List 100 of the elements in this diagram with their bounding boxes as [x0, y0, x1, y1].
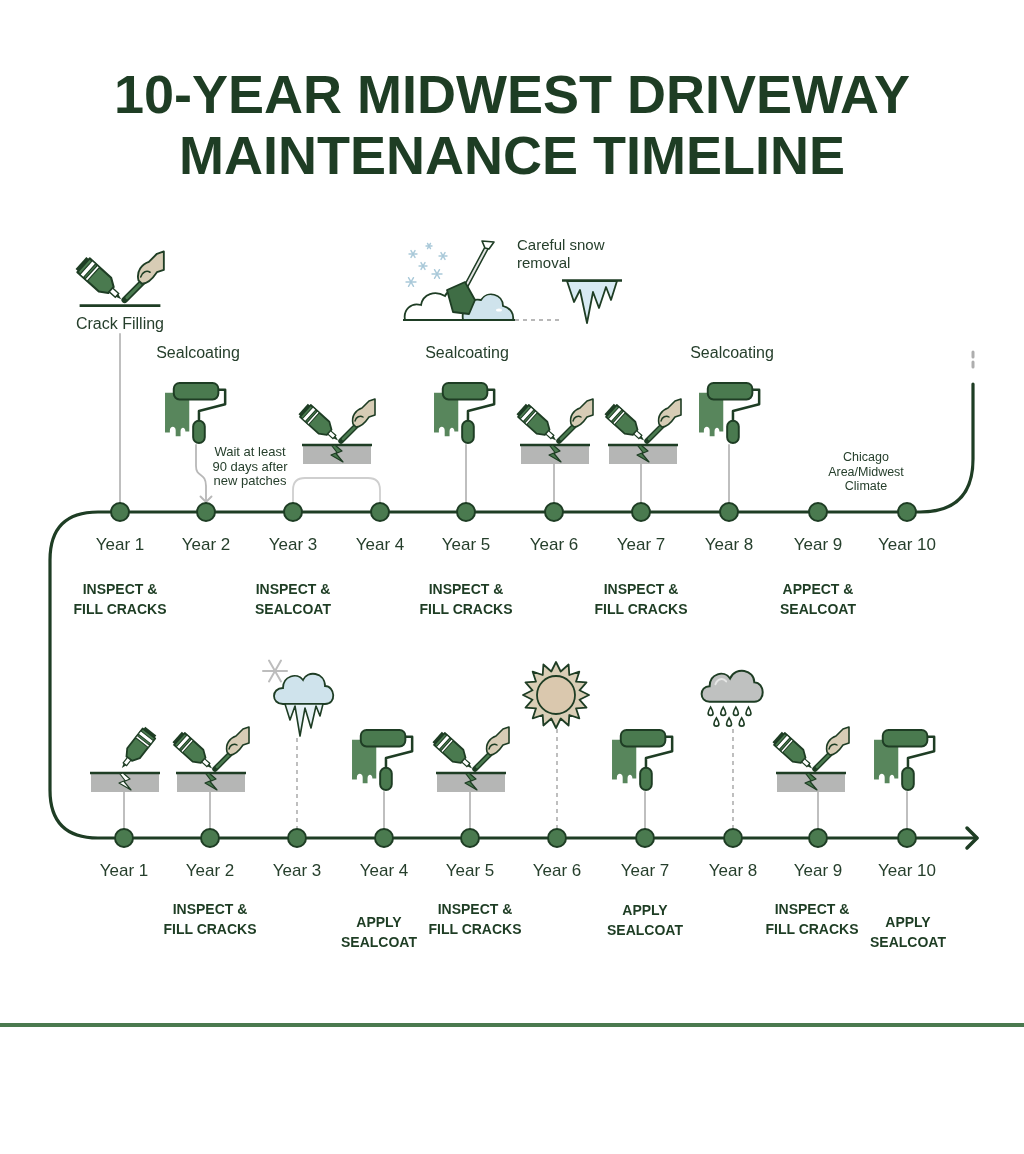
year-label: Year 8 — [704, 535, 754, 555]
year-label: Year 2 — [185, 861, 235, 881]
year-label: Year 3 — [272, 861, 322, 881]
timeline-line — [737, 510, 810, 514]
timeline-line — [478, 836, 549, 840]
timeline-line — [218, 836, 289, 840]
timeline-dot — [114, 828, 134, 848]
step-label: Sealcoating — [156, 343, 240, 363]
crack-filling-icon — [172, 724, 250, 792]
timeline-dot — [723, 828, 743, 848]
leader-line — [209, 791, 211, 829]
leader-line — [644, 791, 646, 829]
timeline-dot — [897, 828, 917, 848]
crack-filling-icon — [604, 396, 682, 464]
dashed-leader-line — [732, 728, 734, 829]
year-label: Year 4 — [355, 535, 405, 555]
year-label: Year 8 — [708, 861, 758, 881]
timeline-dot — [456, 502, 476, 522]
timeline-arrow — [915, 826, 979, 850]
timeline-line — [649, 510, 721, 514]
task-caption: INSPECT & FILL CRACKS — [764, 900, 860, 939]
crack-filling-icon — [432, 724, 510, 792]
note-text: Careful snow removal — [517, 236, 606, 272]
task-caption: APPLY SEALCOAT — [606, 901, 684, 940]
year-label: Year 1 — [95, 535, 145, 555]
timeline-dot — [374, 828, 394, 848]
crack-filling-icon — [298, 396, 376, 464]
timeline-dot — [370, 502, 390, 522]
task-caption: APPLY SEALCOAT — [340, 913, 418, 952]
leader-line — [123, 791, 125, 829]
timeline-line — [214, 510, 285, 514]
crack-filling-icon — [516, 396, 594, 464]
task-caption: INSPECT & FILL CRACKS — [418, 580, 514, 619]
leader-line — [383, 791, 385, 829]
timeline-line — [741, 836, 810, 840]
timeline-dot — [635, 828, 655, 848]
year-label: Year 2 — [181, 535, 231, 555]
timeline-line — [826, 510, 899, 514]
task-caption: INSPECT & FILL CRACKS — [72, 580, 168, 619]
leader-line — [465, 444, 467, 503]
leader-line — [469, 791, 471, 829]
leader-line — [640, 463, 642, 503]
timeline-dot — [287, 828, 307, 848]
timeline-dot — [808, 828, 828, 848]
leader-line — [553, 463, 555, 503]
year-label: Year 10 — [878, 535, 936, 555]
timeline-dot — [719, 502, 739, 522]
year-label: Year 5 — [445, 861, 495, 881]
timeline-line — [132, 836, 202, 840]
year-label: Year 4 — [359, 861, 409, 881]
note-text: Chicago Area/Midwest Climate — [827, 450, 905, 494]
year-label: Year 6 — [529, 535, 579, 555]
leader-line — [906, 791, 908, 829]
timeline-dot — [544, 502, 564, 522]
dashed-leader-line — [556, 728, 558, 829]
title: 10-YEAR MIDWEST DRIVEWAY MAINTENANCE TIMELINE — [112, 64, 912, 186]
timeline-dot — [460, 828, 480, 848]
leader-line — [728, 444, 730, 503]
timeline-line — [301, 510, 372, 514]
step-label: Sealcoating — [425, 343, 509, 363]
task-caption: INSPECT & SEALCOAT — [254, 580, 332, 619]
timeline-line — [392, 836, 462, 840]
crack-filling-icon — [772, 724, 850, 792]
timeline-line — [305, 836, 376, 840]
year-label: Year 6 — [532, 861, 582, 881]
timeline-line — [128, 510, 198, 514]
step-label: Sealcoating — [690, 343, 774, 363]
year-label: Year 10 — [878, 861, 936, 881]
timeline-dot — [283, 502, 303, 522]
timeline-line — [474, 510, 546, 514]
step-label: Crack Filling — [76, 314, 164, 334]
timeline-line — [562, 510, 633, 514]
timeline-dot — [110, 502, 130, 522]
arrow — [195, 444, 213, 503]
year-label: Year 9 — [793, 535, 843, 555]
timeline-line — [48, 510, 116, 840]
task-caption: INSPECT & FILL CRACKS — [162, 900, 258, 939]
timeline-dot — [200, 828, 220, 848]
timeline-dot — [897, 502, 917, 522]
dashed-leader-line — [296, 737, 298, 829]
timeline-dot — [631, 502, 651, 522]
icicles-icon — [562, 278, 622, 326]
bracket-line — [292, 477, 381, 503]
timeline-line — [653, 836, 725, 840]
task-caption: APPLY SEALCOAT — [869, 913, 947, 952]
year-label: Year 7 — [620, 861, 670, 881]
sun-icon — [522, 661, 590, 729]
year-label: Year 1 — [99, 861, 149, 881]
timeline-dot — [196, 502, 216, 522]
year-label: Year 7 — [616, 535, 666, 555]
year-label: Year 5 — [441, 535, 491, 555]
leader-line — [119, 333, 121, 503]
task-caption: APPECT & SEALCOAT — [779, 580, 857, 619]
timeline-line — [915, 382, 975, 514]
timeline-line — [388, 510, 458, 514]
year-label: Year 9 — [793, 861, 843, 881]
task-caption: INSPECT & FILL CRACKS — [427, 900, 523, 939]
timeline-line — [826, 836, 899, 840]
timeline-dot — [547, 828, 567, 848]
timeline-line — [565, 836, 637, 840]
